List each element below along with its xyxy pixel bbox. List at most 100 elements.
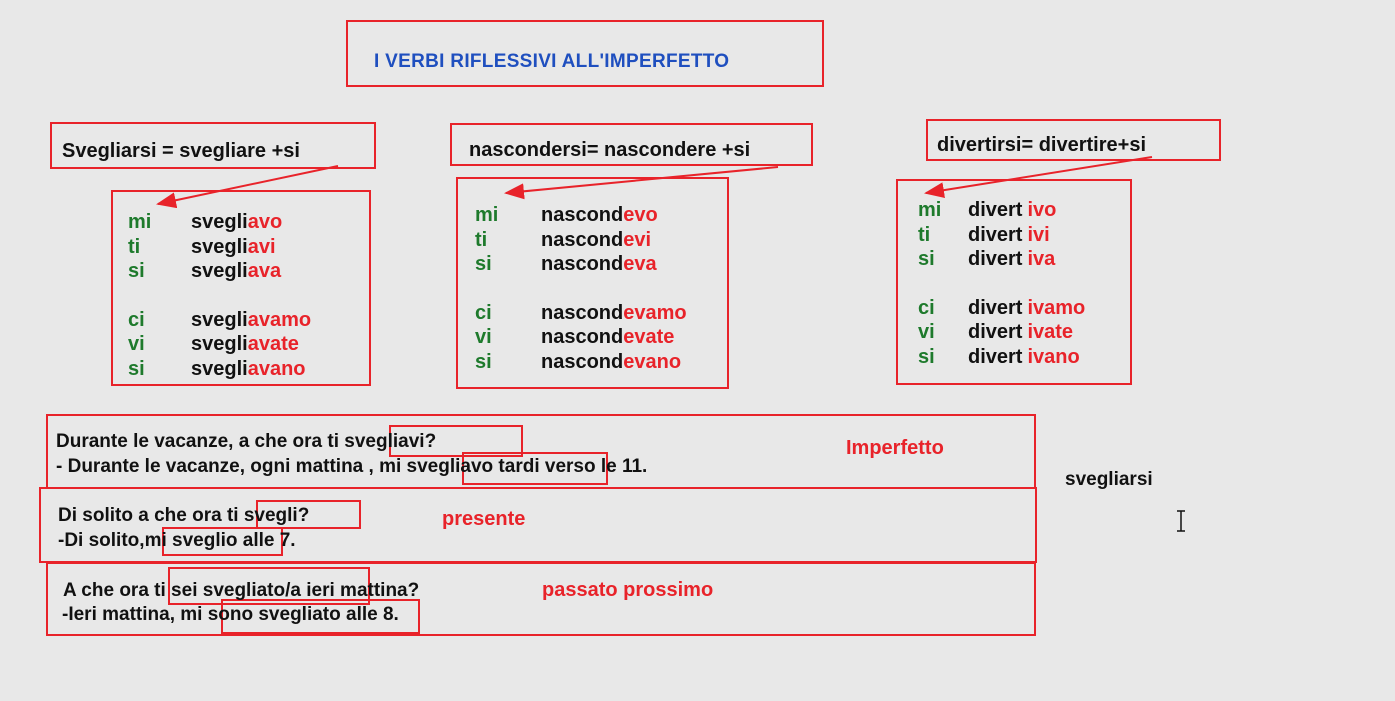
- ending: eva: [623, 253, 657, 275]
- example-box-passato: [46, 562, 1036, 636]
- page-title: I VERBI RIFLESSIVI ALL'IMPERFETTO: [374, 51, 730, 72]
- ending: evate: [623, 326, 675, 348]
- ending: evano: [623, 350, 682, 373]
- ending: iva: [1027, 248, 1056, 270]
- side-word: svegliarsi: [1065, 469, 1153, 490]
- verb-heading-box-2: [450, 123, 813, 166]
- tense-label-presente: presente: [442, 508, 526, 530]
- ending: evo: [623, 204, 658, 226]
- stem: nascond: [541, 253, 624, 275]
- pronoun: vi: [128, 333, 145, 355]
- pronoun: ti: [918, 223, 931, 246]
- arrow-2: [504, 166, 779, 200]
- ending: ivamo: [1027, 296, 1086, 319]
- stem: nascond: [541, 301, 624, 324]
- verb-heading-1: Svegliarsi = svegliare +si: [62, 140, 300, 162]
- verb-heading-box-3: [926, 119, 1221, 161]
- ending: ivano: [1027, 345, 1080, 368]
- ending: ava: [247, 260, 282, 282]
- stem: svegli: [191, 235, 248, 258]
- arrow-3: [924, 156, 1153, 199]
- stem: svegli: [191, 211, 248, 233]
- highlight-box: [256, 500, 361, 529]
- pronoun: mi: [475, 204, 499, 226]
- stem: nascond: [541, 326, 624, 348]
- ending: evamo: [623, 301, 687, 324]
- ending: evi: [623, 228, 652, 251]
- conjugation-box-1: [111, 190, 371, 386]
- stem: nascond: [541, 350, 624, 373]
- verb-heading-box-1: [50, 122, 376, 169]
- pronoun: ci: [918, 296, 935, 319]
- imperfetto-answer: - Durante le vacanze, ogni mattina , mi …: [56, 456, 648, 477]
- ending: avi: [247, 235, 276, 258]
- stem: svegli: [191, 357, 248, 380]
- conjugation-box-3: [896, 179, 1132, 385]
- imperfetto-question: Durante le vacanze, a che ora ti sveglia…: [56, 431, 437, 452]
- stem: svegli: [191, 308, 248, 331]
- tense-label-imperfetto: Imperfetto: [846, 437, 944, 459]
- pronoun: ci: [128, 308, 145, 331]
- stem: divert: [968, 321, 1023, 343]
- stem: divert: [968, 345, 1023, 368]
- arrow-1: [156, 165, 339, 209]
- pronoun: si: [128, 260, 145, 282]
- pronoun: si: [475, 350, 492, 373]
- passato-question: A che ora ti sei svegliato/a ieri mattin…: [63, 580, 420, 601]
- passato-answer: -Ieri mattina, mi sono svegliato alle 8.: [62, 604, 399, 625]
- pronoun: vi: [475, 326, 492, 348]
- stem: divert: [968, 223, 1023, 246]
- pronoun: mi: [918, 199, 942, 221]
- tense-label-passato: passato prossimo: [542, 579, 714, 601]
- ending: ivo: [1027, 199, 1057, 221]
- text-cursor-icon: [1177, 510, 1185, 532]
- conjugation-box-2: [456, 177, 729, 389]
- stem: divert: [968, 248, 1023, 270]
- pronoun: ti: [475, 228, 488, 251]
- pronoun: vi: [918, 321, 935, 343]
- highlight-box: [162, 527, 283, 556]
- highlight-box: [389, 425, 523, 457]
- stem: svegli: [191, 260, 248, 282]
- pronoun: si: [918, 248, 935, 270]
- stem: divert: [968, 296, 1023, 319]
- presente-answer: -Di solito,mi sveglio alle 7.: [58, 530, 296, 551]
- pronoun: mi: [128, 211, 152, 233]
- ending: avate: [247, 333, 299, 355]
- title-box: [346, 20, 824, 87]
- ending: avamo: [247, 308, 312, 331]
- ending: avano: [247, 357, 306, 380]
- highlight-box: [462, 452, 608, 485]
- ending: ivate: [1027, 321, 1074, 343]
- verb-heading-2: nascondersi= nascondere +si: [469, 139, 751, 161]
- stem: divert: [968, 199, 1023, 221]
- pronoun: si: [128, 357, 145, 380]
- stem: nascond: [541, 204, 624, 226]
- presente-question: Di solito a che ora ti svegli?: [58, 505, 310, 526]
- stem: nascond: [541, 228, 624, 251]
- pronoun: ci: [475, 301, 492, 324]
- ending: ivi: [1027, 223, 1050, 246]
- highlight-box: [168, 567, 370, 605]
- pronoun: si: [918, 345, 935, 368]
